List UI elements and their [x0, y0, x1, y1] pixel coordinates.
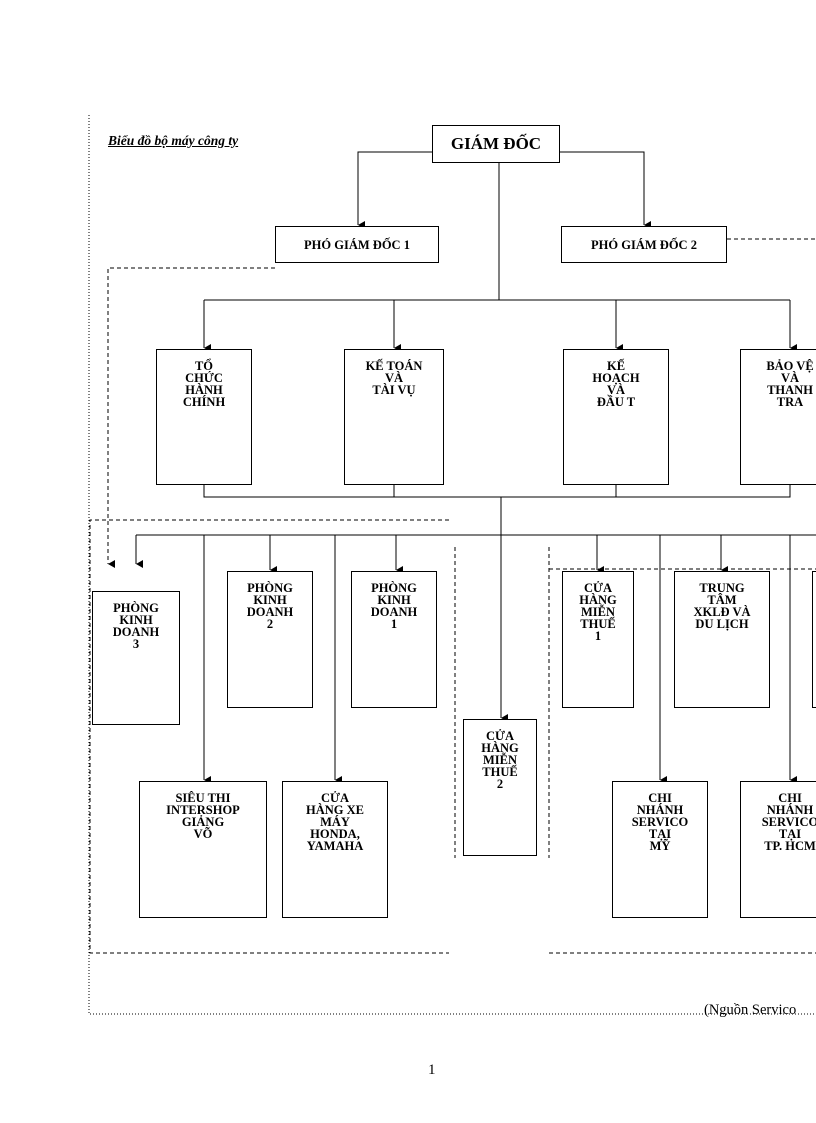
connector-department-collector [203, 485, 791, 498]
page-number: 1 [428, 1062, 436, 1078]
node-deputy-director-2: PHÓ GIÁM ĐỐC 2 [561, 226, 727, 263]
node-org-admin: TỔ CHỨC HÀNH CHÍNH [156, 349, 252, 485]
connector-department-collector-ticks [393, 485, 617, 497]
connector-director-deputy2 [560, 151, 651, 229]
page-frame-line [88, 115, 816, 1015]
node-motorbike-shop: CỬA HÀNG XE MÁY HONDA, YAMAHA [282, 781, 388, 918]
node-sales-2: PHÒNG KINH DOANH 2 [227, 571, 313, 708]
node-duty-free-1: CỬA HÀNG MIỄN THUẾ 1 [562, 571, 634, 708]
source-note: (Nguồn Servico [704, 1002, 797, 1018]
dashed-connector-deputy1 [107, 267, 275, 568]
node-director: GIÁM ĐỐC [432, 125, 560, 163]
node-unlabeled-right-edge [812, 571, 816, 708]
node-deputy-director-1: PHÓ GIÁM ĐỐC 1 [275, 226, 439, 263]
node-branch-us: CHI NHÁNH SERVICO TẠI MỸ [612, 781, 708, 918]
node-branch-hcm: CHI NHÁNH SERVICO TẠI TP. HCM [740, 781, 816, 918]
dashed-group-left [89, 519, 449, 954]
node-labor-export-center: TRUNG TÂM XKLĐ VÀ DU LỊCH [674, 571, 770, 708]
connector-director-deputy1 [357, 151, 432, 229]
chart-title: Biểu đồ bộ máy công ty [108, 133, 239, 148]
node-accounting: KẾ TOÁN VÀ TÀI VỤ [344, 349, 444, 485]
node-sales-1: PHÒNG KINH DOANH 1 [351, 571, 437, 708]
node-sales-3: PHÒNG KINH DOANH 3 [92, 591, 180, 725]
node-planning: KẾ HOẠCH VÀ ĐẦU T [563, 349, 669, 485]
node-supermarket: SIÊU THI INTERSHOP GIẢNG VÕ [139, 781, 267, 918]
node-duty-free-2: CỬA HÀNG MIỄN THUẾ 2 [463, 719, 537, 856]
node-security: BẢO VỆ VÀ THANH TRA [740, 349, 816, 485]
